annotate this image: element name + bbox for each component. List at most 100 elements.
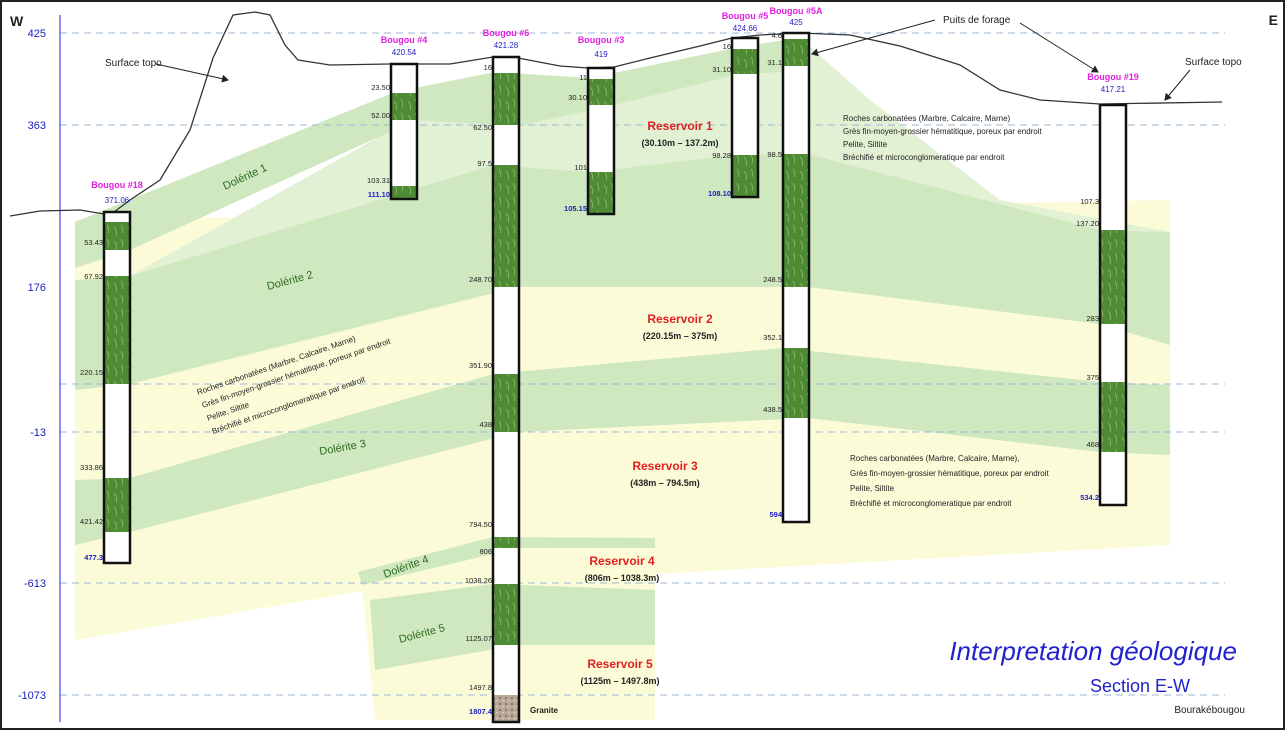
section-subtitle: Section E-W	[1090, 676, 1190, 696]
well-elevation: 424.66	[733, 24, 758, 33]
well-dolerite-interval	[732, 155, 758, 197]
well-column	[730, 36, 760, 199]
well-name: Bougou #3	[578, 35, 625, 45]
well-depth-label: 53.43	[84, 238, 103, 247]
well-dolerite-interval	[732, 49, 758, 74]
well-depth-label: 103.31	[367, 176, 390, 185]
dolerite-band-wedge	[130, 40, 1170, 276]
well-dolerite-interval	[493, 165, 519, 287]
well-dolerite-interval	[493, 73, 519, 125]
well-depth-label: 468	[1086, 440, 1099, 449]
lithology-note: Pelite, Siltite	[843, 140, 888, 149]
well-depth-label: 351.90	[469, 361, 492, 370]
reservoir-name: Reservoir 5	[587, 657, 653, 671]
well-depth-label: 1497.8	[469, 683, 492, 692]
arrow	[811, 19, 936, 57]
well-depth-label: 101	[574, 163, 587, 172]
well-depth-label: 23.50	[371, 83, 390, 92]
dolerite-band-2	[75, 154, 1170, 390]
well-depth-label: 16	[484, 63, 492, 72]
lithology-note: Bréchifié et microconglomeratique par en…	[843, 153, 1005, 162]
well-depth-label: 11	[579, 73, 587, 82]
well-column-bg	[391, 64, 417, 199]
well-elevation: 417.21	[1101, 85, 1126, 94]
dolerite-band-1	[75, 40, 808, 268]
elevation-tick-label: -1073	[18, 690, 46, 702]
arrow	[1019, 22, 1099, 73]
well-dolerite-interval	[783, 348, 809, 418]
elevation-tick-label: 363	[28, 120, 46, 132]
well-dolerite-interval	[104, 478, 130, 532]
well-dolerite-interval	[588, 172, 614, 214]
surface-topo-label: Surface topo	[1185, 57, 1242, 68]
well-elevation: 371.06	[105, 196, 130, 205]
well-depth-label: 52.00	[371, 111, 390, 120]
well-name: Bougou #18	[91, 180, 143, 190]
lithology-note: Roches carbonatées (Marbre, Calcaire, Ma…	[843, 114, 1011, 123]
well-name: Bougou #5A	[770, 6, 823, 16]
surface-topo-label: Surface topo	[105, 58, 162, 69]
well-column	[491, 55, 521, 724]
reservoir-name: Reservoir 1	[647, 119, 713, 133]
well-name: Bougou #6	[483, 28, 530, 38]
reservoir-range: (30.10m – 137.2m)	[641, 138, 718, 148]
well-elevation: 420.54	[392, 48, 417, 57]
elevation-tick-label: -613	[24, 578, 46, 590]
lithology-note: Bréchifié et microconglomeratique par en…	[850, 499, 1012, 508]
east-label: E	[1269, 12, 1278, 28]
well-dolerite-interval	[1100, 382, 1126, 452]
well-column	[1098, 103, 1128, 507]
well-dolerite-interval	[1100, 230, 1126, 324]
well-elevation: 421.28	[494, 41, 519, 50]
well-depth-label: 16	[723, 42, 731, 51]
well-depth-label: 794.50	[469, 520, 492, 529]
well-column	[781, 31, 811, 524]
well-depth-label: 137.20	[1076, 219, 1099, 228]
well-depth-label: 97.5	[477, 159, 492, 168]
reservoir-range: (1125m – 1497.8m)	[580, 676, 659, 686]
well-dolerite-interval	[783, 154, 809, 287]
well-total-depth: 477.3	[84, 553, 103, 562]
well-depth-label: 248.70	[469, 275, 492, 284]
well-depth-label: 352.1	[763, 333, 782, 342]
well-dolerite-interval	[391, 186, 417, 198]
elevation-tick-label: 176	[28, 282, 46, 294]
elevation-tick-label: -13	[30, 427, 46, 439]
well-depth-label: 421.42	[80, 517, 103, 526]
well-depth-label: 4.6	[772, 31, 782, 40]
west-label: W	[10, 13, 24, 29]
arrow	[1164, 69, 1191, 101]
well-name: Bougou #4	[381, 35, 428, 45]
well-depth-label: 62.50	[473, 123, 492, 132]
well-dolerite-interval	[783, 39, 809, 66]
well-dolerite-interval	[104, 276, 130, 384]
well-depth-label: 220.15	[80, 368, 103, 377]
section-title: Interpretation géologique	[949, 636, 1237, 666]
well-depth-label: 98.5	[767, 150, 782, 159]
reservoir-range: (806m – 1038.3m)	[585, 573, 660, 583]
well-depth-label: 438	[479, 420, 492, 429]
well-dolerite-interval	[493, 537, 519, 548]
well-depth-label: 31.1	[767, 58, 782, 67]
well-dolerite-interval	[493, 584, 519, 645]
well-depth-label: 438.5	[763, 405, 782, 414]
well-dolerite-interval	[588, 79, 614, 105]
well-name: Bougou #19	[1087, 72, 1139, 82]
elevation-tick-label: 425	[28, 28, 46, 40]
well-depth-label: 248.5	[763, 275, 782, 284]
location-label: Bourakébougou	[1174, 705, 1245, 716]
well-depth-label: 806	[479, 547, 492, 556]
well-dolerite-interval	[104, 222, 130, 250]
well-depth-label: 1038.26	[465, 576, 492, 585]
well-depth-label: 333.86	[80, 463, 103, 472]
reservoir-range: (220.15m – 375m)	[643, 331, 718, 341]
drilling-well-label: Puits de forage	[943, 15, 1011, 26]
lithology-note: Roches carbonatées (Marbre, Calcaire, Ma…	[850, 454, 1019, 463]
lithology-note: Grès fin-moyen-grossier hématitique, por…	[843, 127, 1043, 136]
reservoir-range: (438m – 794.5m)	[630, 478, 700, 488]
well-depth-label: 98.28	[712, 151, 731, 160]
well-elevation: 425	[789, 18, 803, 27]
well-total-depth: 111.10	[368, 190, 390, 199]
well-total-depth: 105.15	[564, 204, 587, 213]
